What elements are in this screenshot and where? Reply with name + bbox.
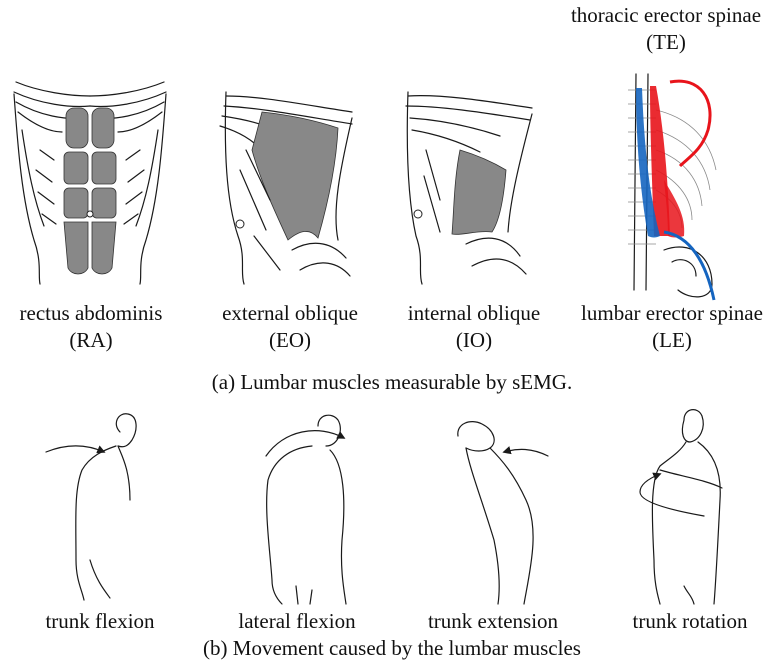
caption-a: (a) Lumbar muscles measurable by sEMG. <box>0 370 784 395</box>
movement-label-trunk-rotation: trunk rotation <box>596 608 784 635</box>
muscle-label-lumbar-erector-spinae: lumbar erector spinae (LE) <box>560 300 784 354</box>
te-label: thoracic erector spinae (TE) <box>548 2 784 56</box>
internal-oblique-illustration <box>406 92 532 284</box>
muscle-abbr: (EO) <box>200 327 380 354</box>
rectus-abdominis-illustration <box>14 82 166 284</box>
movement-label-trunk-flexion: trunk flexion <box>0 608 200 635</box>
muscle-abbr: (RA) <box>0 327 182 354</box>
muscle-name: external oblique <box>200 300 380 327</box>
muscle-name: rectus abdominis <box>0 300 182 327</box>
muscle-name: internal oblique <box>386 300 562 327</box>
lateral-flexion-figure <box>266 415 346 604</box>
external-oblique-illustration <box>220 92 352 284</box>
movement-name: trunk rotation <box>596 608 784 635</box>
movement-label-trunk-extension: trunk extension <box>396 608 590 635</box>
muscle-label-internal-oblique: internal oblique (IO) <box>386 300 562 354</box>
te-label-name: thoracic erector spinae <box>548 2 784 29</box>
te-label-abbr: (TE) <box>548 29 784 56</box>
erector-spinae-illustration <box>628 74 716 300</box>
trunk-extension-figure <box>458 422 548 604</box>
movement-name: lateral flexion <box>206 608 388 635</box>
movement-label-lateral-flexion: lateral flexion <box>206 608 388 635</box>
muscle-label-external-oblique: external oblique (EO) <box>200 300 380 354</box>
muscle-abbr: (LE) <box>560 327 784 354</box>
caption-b: (b) Movement caused by the lumbar muscle… <box>0 636 784 661</box>
muscle-label-rectus-abdominis: rectus abdominis (RA) <box>0 300 182 354</box>
movement-name: trunk extension <box>396 608 590 635</box>
muscle-name: lumbar erector spinae <box>560 300 784 327</box>
muscle-abbr: (IO) <box>386 327 562 354</box>
trunk-flexion-figure <box>46 414 136 600</box>
trunk-rotation-figure <box>640 410 722 604</box>
movement-name: trunk flexion <box>0 608 200 635</box>
